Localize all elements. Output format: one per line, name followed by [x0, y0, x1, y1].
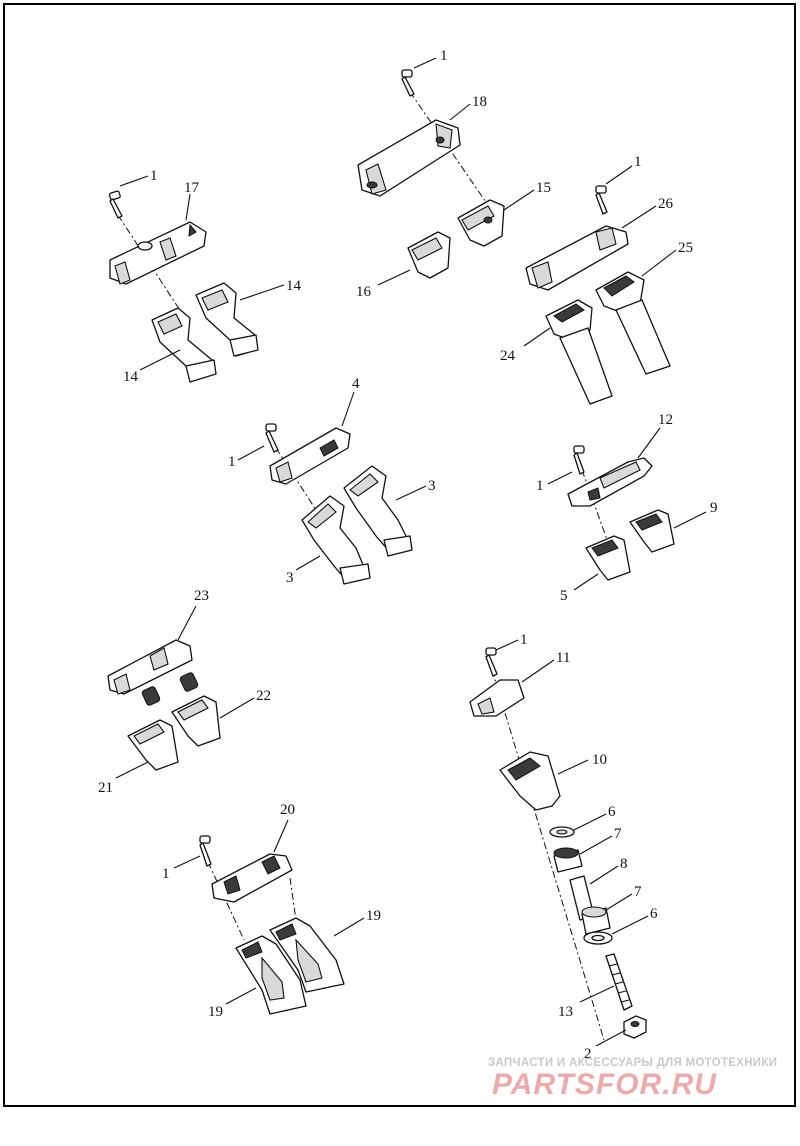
callout-14-left: 14: [123, 369, 139, 385]
riser-part-14-right: [195, 282, 259, 357]
callout-2: 2: [584, 1046, 592, 1062]
bolt-part-1-b: [401, 69, 415, 97]
riser-part-10: [499, 751, 561, 811]
callout-5: 5: [560, 588, 568, 604]
riser-part-3-left: [301, 495, 371, 585]
assembly-riser-24-26: 1 26 25 24: [500, 154, 693, 405]
bolt-part-1-e: [573, 445, 585, 475]
callout-6-top: 6: [608, 804, 616, 820]
riser-part-15: [457, 199, 505, 247]
callout-1-g: 1: [162, 866, 170, 882]
riser-part-22: [171, 695, 221, 747]
assembly-riser-10-11: 1 11 10 6 7 8 7 6 13 2: [469, 632, 658, 1062]
assembly-riser-3-4: 4 1 3 3: [228, 376, 436, 586]
assembly-riser-21-23: 23 22 21: [98, 588, 271, 796]
callout-18: 18: [472, 94, 487, 110]
clamp-part-23: [107, 639, 193, 695]
callout-23: 23: [194, 588, 209, 604]
callout-8: 8: [620, 856, 628, 872]
watermark-brand: PARTSFOR.RU: [492, 1068, 717, 1101]
riser-part-19-left: [235, 935, 307, 1015]
bushing-part-7-bottom: [581, 906, 611, 935]
nut-part-2: [623, 1015, 647, 1039]
callout-10: 10: [592, 752, 607, 768]
callout-9: 9: [710, 500, 718, 516]
clamp-part-18: [357, 119, 461, 197]
callout-1-d: 1: [228, 454, 236, 470]
callout-12: 12: [658, 412, 673, 428]
riser-part-14-left: [151, 307, 217, 383]
callout-1-a: 1: [150, 168, 158, 184]
washer-part-6-top: [549, 826, 575, 838]
bolt-part-1-c: [595, 185, 608, 215]
callout-21: 21: [98, 780, 113, 796]
callout-26: 26: [658, 196, 674, 212]
callout-6-bottom: 6: [650, 906, 658, 922]
riser-part-16: [407, 231, 451, 279]
riser-part-21: [127, 719, 179, 771]
callout-17: 17: [184, 180, 200, 196]
clamp-part-11: [469, 679, 525, 717]
callout-3-left: 3: [286, 570, 294, 586]
stud-part-13: [605, 953, 633, 1011]
riser-part-25: [595, 271, 671, 375]
washer-part-6-bottom: [583, 931, 613, 945]
clamp-part-20: [211, 853, 293, 903]
callout-4: 4: [352, 376, 360, 392]
clamp-part-12: [567, 457, 653, 507]
callout-7-top: 7: [614, 826, 622, 842]
bushing-part-7-top: [553, 847, 583, 873]
riser-part-19-right: [269, 917, 345, 993]
riser-part-5: [585, 535, 631, 581]
bolt-part-1-d: [265, 423, 279, 453]
watermark: ЗАПЧАСТИ И АКСЕССУАРЫ ДЛЯ МОТОТЕХНИКИ PA…: [488, 1057, 777, 1101]
callout-25: 25: [678, 240, 693, 256]
callout-11: 11: [556, 650, 570, 666]
callout-1-b: 1: [440, 48, 448, 64]
assembly-clamp-18: 1 18 15 16: [356, 48, 551, 300]
callout-1-f: 1: [520, 632, 528, 648]
clamp-part-17: [109, 221, 207, 285]
bolt-part-1-f: [485, 647, 498, 677]
bolt-part-1-a: [108, 190, 123, 219]
bushing-pair: [141, 672, 199, 706]
callout-1-e: 1: [536, 478, 544, 494]
callout-19-left: 19: [208, 1004, 223, 1020]
callout-13: 13: [558, 1004, 573, 1020]
callout-24: 24: [500, 348, 516, 364]
riser-part-24: [545, 299, 613, 405]
watermark-tagline: ЗАПЧАСТИ И АКСЕССУАРЫ ДЛЯ МОТОТЕХНИКИ: [488, 1057, 777, 1069]
callout-7-bottom: 7: [634, 884, 642, 900]
callout-19-right: 19: [366, 908, 381, 924]
callout-22: 22: [256, 688, 271, 704]
riser-part-3-right: [343, 465, 413, 557]
callout-16: 16: [356, 284, 372, 300]
diagram-frame: [3, 3, 796, 1107]
callout-3-right: 3: [428, 478, 436, 494]
callout-14-right: 14: [286, 278, 302, 294]
assembly-riser-14-17: 1 17 14 14: [108, 168, 302, 385]
clamp-part-4: [269, 427, 351, 485]
callout-20: 20: [280, 802, 295, 818]
clamp-part-26: [525, 225, 629, 291]
bolt-part-1-g: [199, 835, 212, 867]
riser-part-9: [629, 509, 675, 553]
callout-15: 15: [536, 180, 551, 196]
assembly-riser-5-12: 12 1 9 5: [536, 412, 718, 604]
assembly-riser-19-20: 20 1 19 19: [162, 802, 381, 1020]
callout-1-c: 1: [634, 154, 642, 170]
